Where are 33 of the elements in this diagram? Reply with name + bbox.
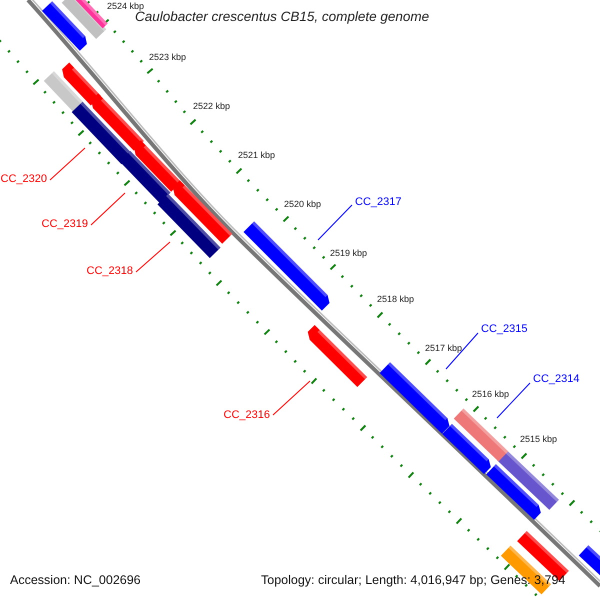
gene-feature [308,324,368,388]
scale-label: 2523 kbp [149,52,186,63]
scale-label: 2520 kbp [284,199,322,210]
scale-label: 2519 kbp [330,248,368,259]
gene-feature [72,102,132,164]
scale-label: 2522 kbp [193,101,230,112]
leader-line [136,242,170,272]
scale-label: 2515 kbp [520,434,558,445]
info-text: Accession: NC_002696 [10,573,141,588]
gene-label: CC_2316 [224,409,270,422]
scale-label: 2524 kbp [107,1,144,11]
scale-label: 2517 kbp [425,343,462,354]
scale-label: 2518 kbp [377,294,414,305]
leader-line [272,380,310,416]
leader-line [90,192,126,226]
leader-line [446,332,478,370]
gene-label: CC_2320 [0,173,47,186]
gene-feature [454,408,508,462]
scale-label: 2521 kbp [238,150,276,161]
genome-title: Caulobacter crescentus CB15, complete genome [135,9,430,26]
gene-feature [244,221,330,311]
gene-feature [157,194,221,258]
scale-label: 2516 kbp [472,389,510,400]
leader-line [50,148,86,180]
gene-label: CC_2315 [481,323,528,336]
gene-label: CC_2317 [355,196,402,210]
gene-feature [380,362,450,434]
gene-label: CC_2319 [42,218,88,232]
gene-label: CC_2314 [533,373,580,386]
gene-label: CC_2318 [86,265,133,278]
leader-line [318,204,352,240]
gene-feature [119,150,171,204]
leader-line [496,382,530,418]
